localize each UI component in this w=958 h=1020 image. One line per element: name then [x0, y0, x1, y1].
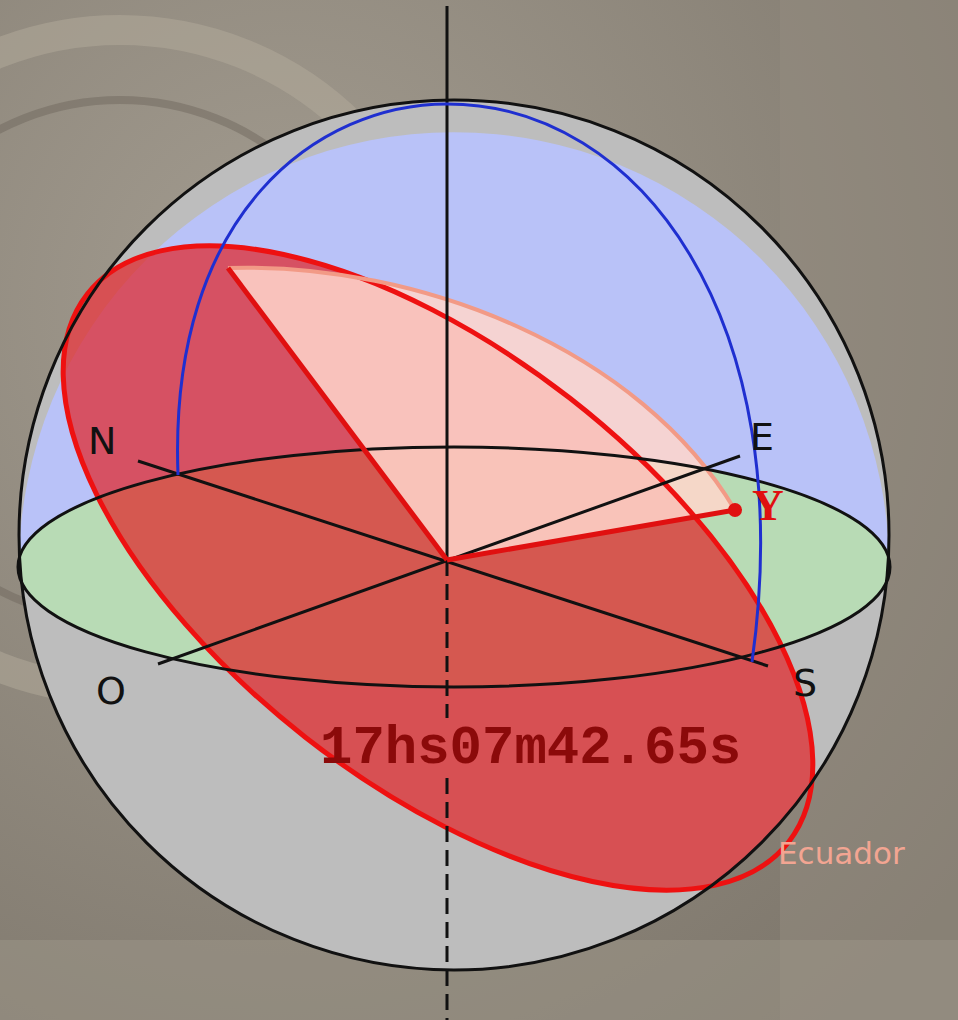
equator-label: Ecuador: [778, 838, 905, 869]
cardinal-point: E: [750, 418, 774, 456]
vernal-point-label: Y: [752, 484, 784, 528]
cardinal-point: O: [96, 672, 126, 710]
sidereal-time: 17hs07m42.65s: [320, 722, 741, 776]
cardinal-point: N: [88, 422, 116, 460]
cardinal-point: S: [793, 664, 817, 702]
